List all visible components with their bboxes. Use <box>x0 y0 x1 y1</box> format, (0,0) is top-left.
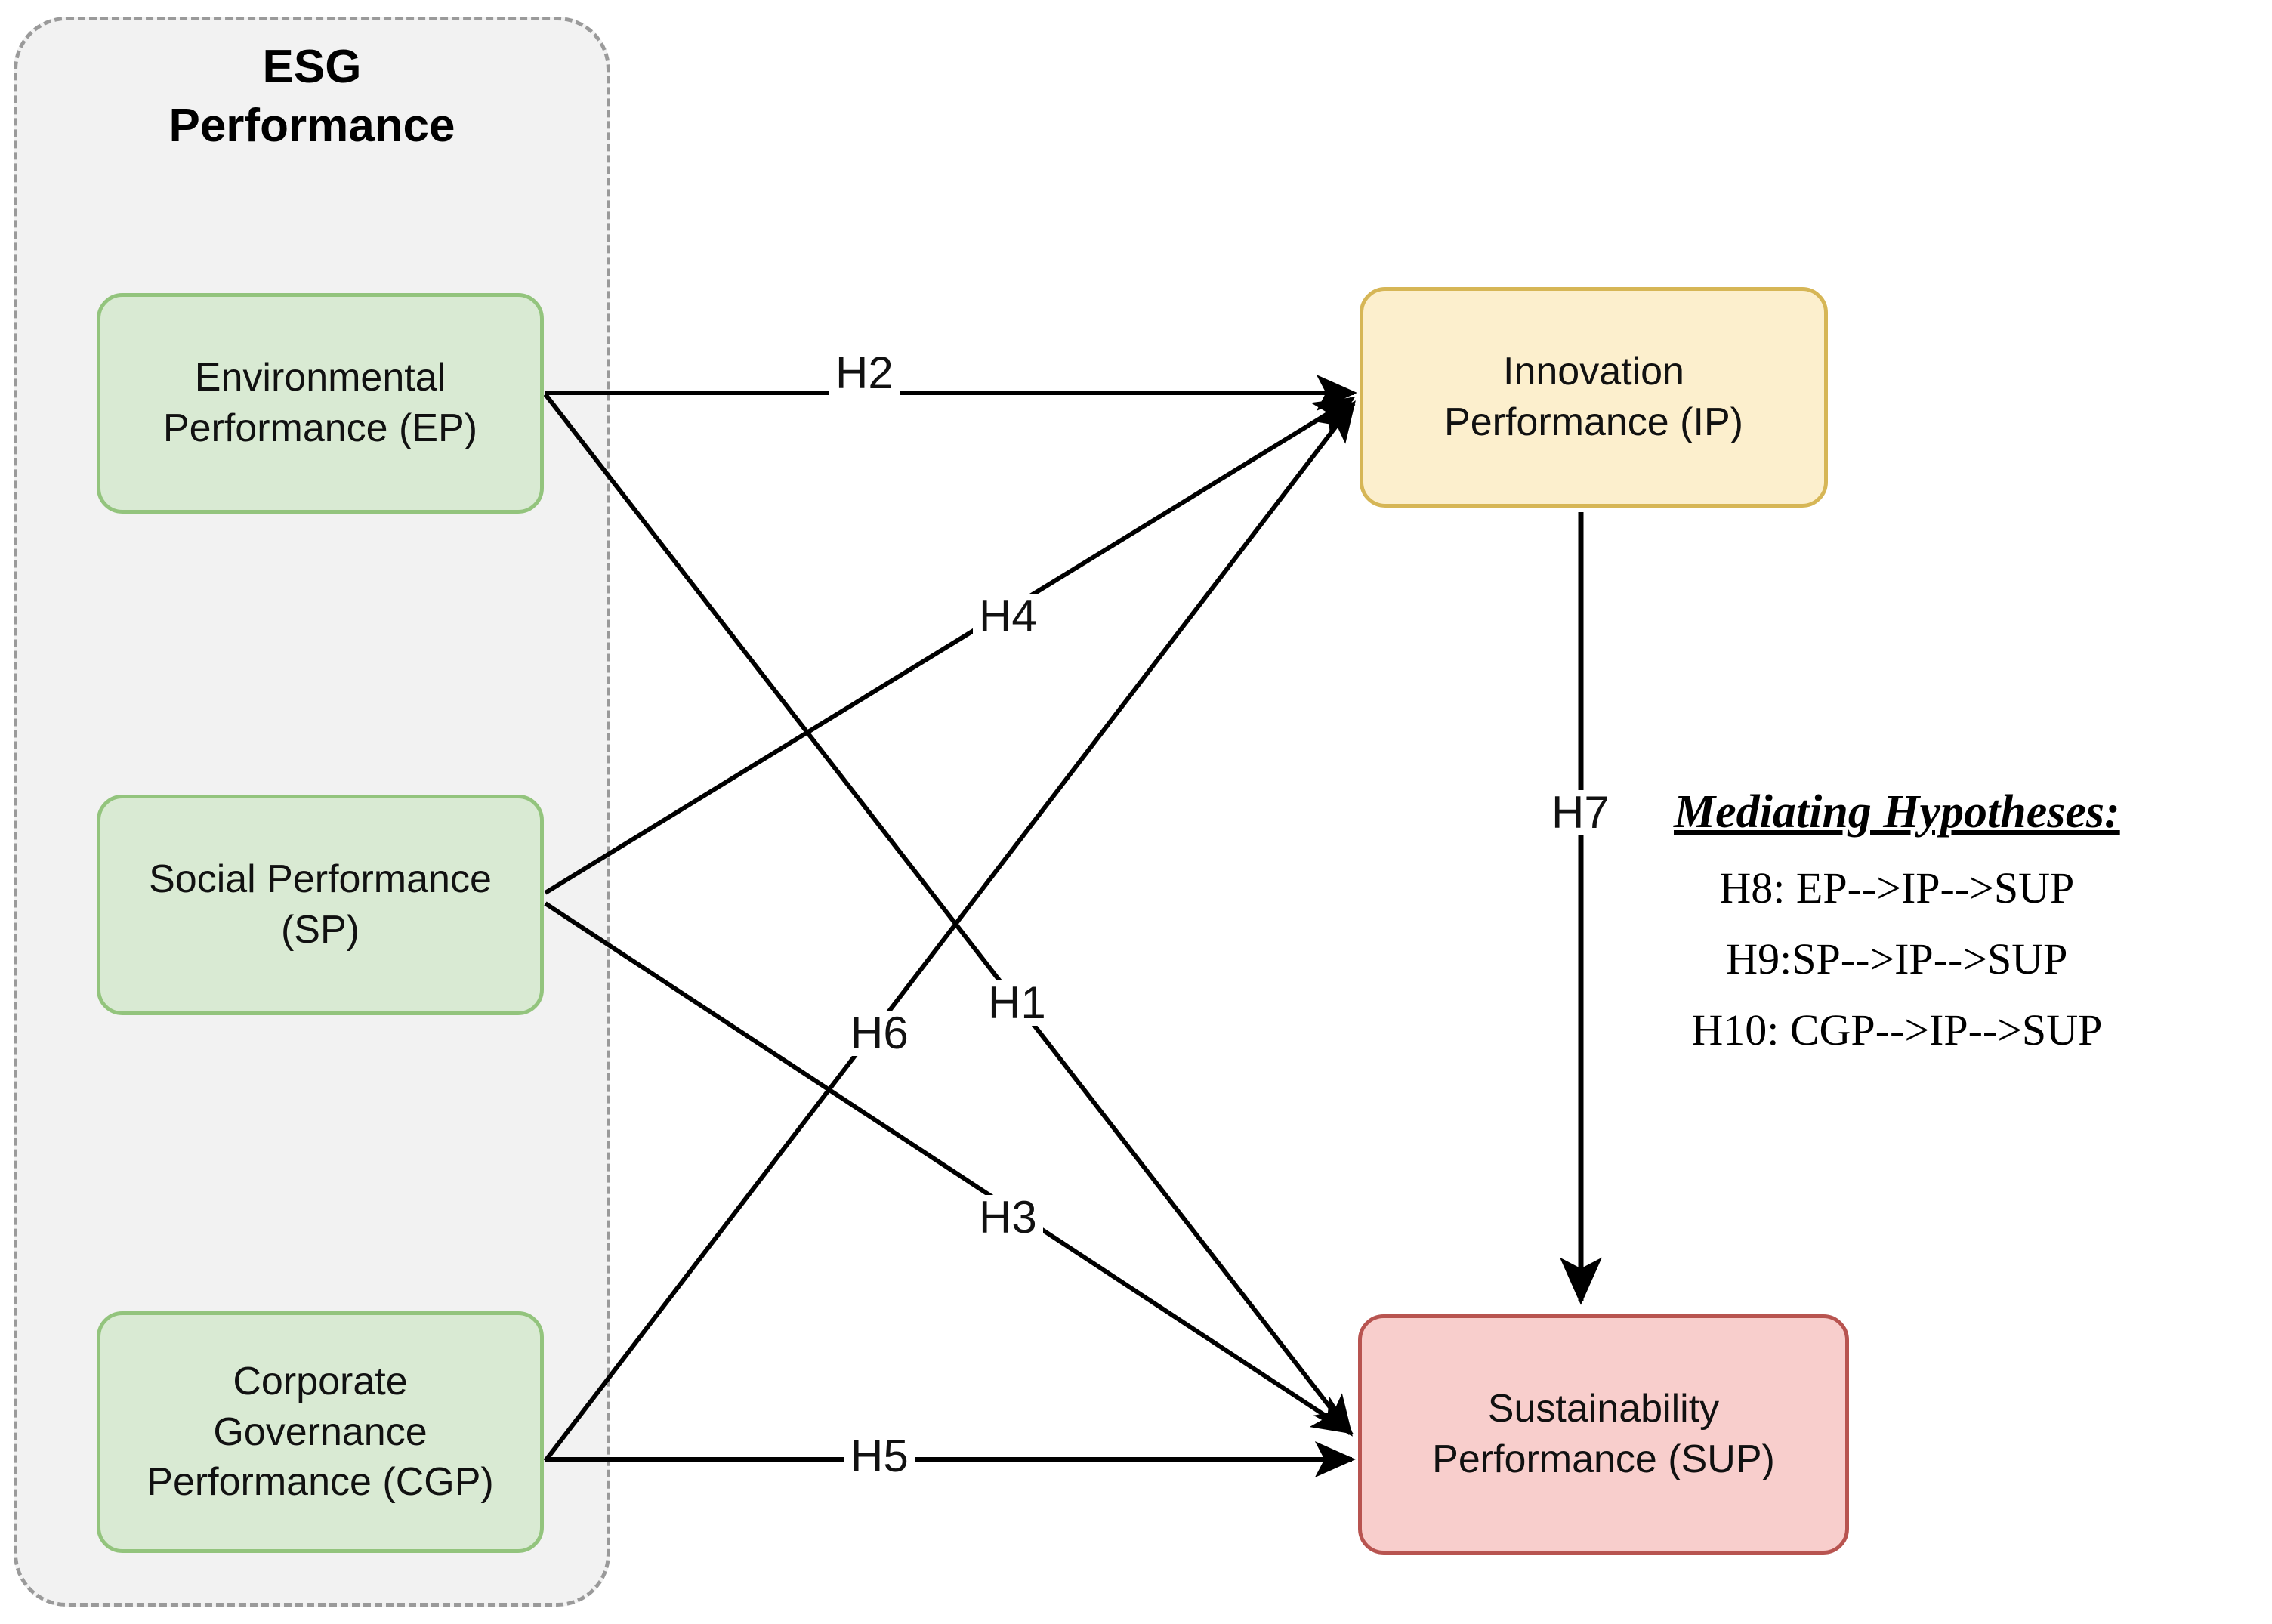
edge-label-h7: H7 <box>1545 790 1616 835</box>
edge-h3 <box>544 901 1354 1434</box>
node-corporate-governance-performance[interactable]: Corporate Governance Performance (CGP) <box>97 1311 544 1553</box>
node-social-performance[interactable]: Social Performance (SP) <box>97 795 544 1015</box>
mediating-hypotheses-legend: Mediating Hypotheses: H8: EP-->IP-->SUP … <box>1674 786 2120 1066</box>
edge-h6 <box>543 400 1356 1462</box>
node-environmental-performance[interactable]: Environmental Performance (EP) <box>97 293 544 514</box>
edge-label-h1: H1 <box>982 980 1052 1026</box>
edge-label-h4: H4 <box>973 594 1043 639</box>
edge-h1 <box>543 393 1353 1437</box>
edge-label-h6: H6 <box>844 1011 915 1056</box>
node-sustainability-performance[interactable]: Sustainability Performance (SUP) <box>1358 1314 1849 1555</box>
node-innovation-performance[interactable]: Innovation Performance (IP) <box>1360 287 1828 508</box>
esg-performance-group-label: ESG Performance <box>168 41 455 152</box>
edge-label-h2: H2 <box>829 350 900 396</box>
mediating-hypothesis-item: H10: CGP-->IP-->SUP <box>1691 1005 2103 1055</box>
edge-label-h5: H5 <box>844 1434 915 1479</box>
edge-h4 <box>544 397 1356 895</box>
mediating-hypothesis-item: H9:SP-->IP-->SUP <box>1726 934 2068 984</box>
mediating-hypotheses-list: H8: EP-->IP-->SUP H9:SP-->IP-->SUP H10: … <box>1674 853 2120 1066</box>
edge-label-h3: H3 <box>973 1195 1043 1240</box>
mediating-hypotheses-title: Mediating Hypotheses: <box>1674 786 2120 838</box>
mediating-hypothesis-item: H8: EP-->IP-->SUP <box>1719 863 2075 913</box>
